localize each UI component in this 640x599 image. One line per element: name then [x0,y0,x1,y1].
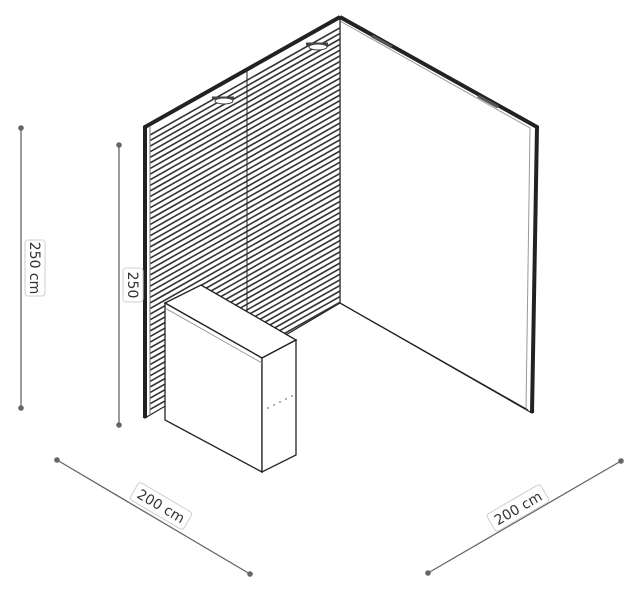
wall-slat [149,195,341,304]
height-outer-label: 250 cm [26,242,42,295]
wall-slat [149,105,341,215]
wall-slat [149,116,341,226]
wall-slat [149,200,341,310]
wall-slat [149,71,341,181]
dimension-height-inner: 250 [116,142,144,428]
wall-slat [149,99,341,209]
wall-slat [149,38,341,147]
wall-slat [149,139,341,248]
wall-slat [149,150,341,259]
right-wall [339,15,540,415]
wall-slat [149,55,341,164]
wall-slat [149,88,341,198]
wall-slat [149,167,341,276]
spotlight-icon [212,96,234,105]
wall-slat [149,155,341,265]
wall-slat [149,127,341,237]
wall-slat [149,77,341,187]
spotlight-icon [306,42,328,51]
wall-slat [149,133,341,243]
wall-slat [149,32,341,142]
wall-slat [149,66,341,175]
wall-slat [149,161,341,271]
wall-slat [149,49,341,159]
height-inner-label: 250 [124,272,140,299]
wall-slat [149,172,341,282]
wall-slat [149,83,341,192]
dimension-width-left: 200 cm [54,457,253,577]
wall-slat [149,60,341,170]
wall-slat [149,144,341,254]
wall-slat [149,178,341,287]
wall-slat [149,27,341,136]
wall-slat [149,122,341,231]
wall-slat [149,111,341,220]
dimension-height-outer: 250 cm [18,125,46,411]
wall-slat [149,43,341,153]
wall-slat [149,94,341,203]
dimension-width-right: 200 cm [425,458,624,576]
counter-cabinet [163,284,298,474]
wall-slat [149,189,341,299]
wall-slat [149,183,341,293]
cabinet-dots [267,395,293,409]
